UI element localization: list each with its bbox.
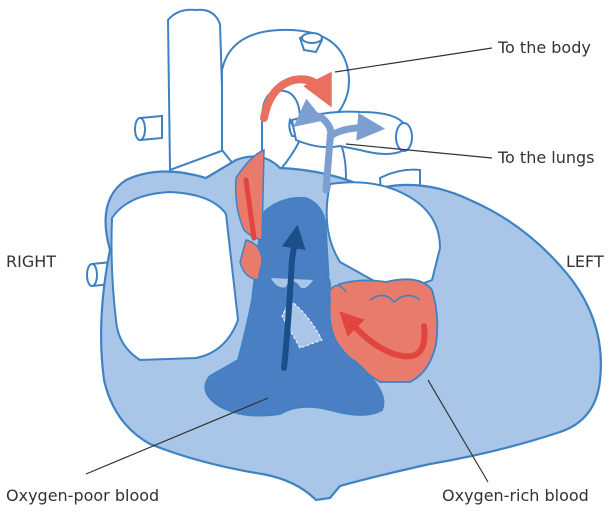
label-to-the-lungs: To the lungs xyxy=(498,150,595,166)
leader-to-body xyxy=(335,48,492,72)
label-left: LEFT xyxy=(566,254,604,270)
label-to-the-body: To the body xyxy=(498,40,591,56)
label-oxygen-rich-blood: Oxygen-rich blood xyxy=(442,488,589,504)
label-right: RIGHT xyxy=(6,254,56,270)
right-atrium xyxy=(112,192,239,360)
superior-vena-cava xyxy=(168,10,224,170)
label-oxygen-poor-blood: Oxygen-poor blood xyxy=(6,488,159,504)
